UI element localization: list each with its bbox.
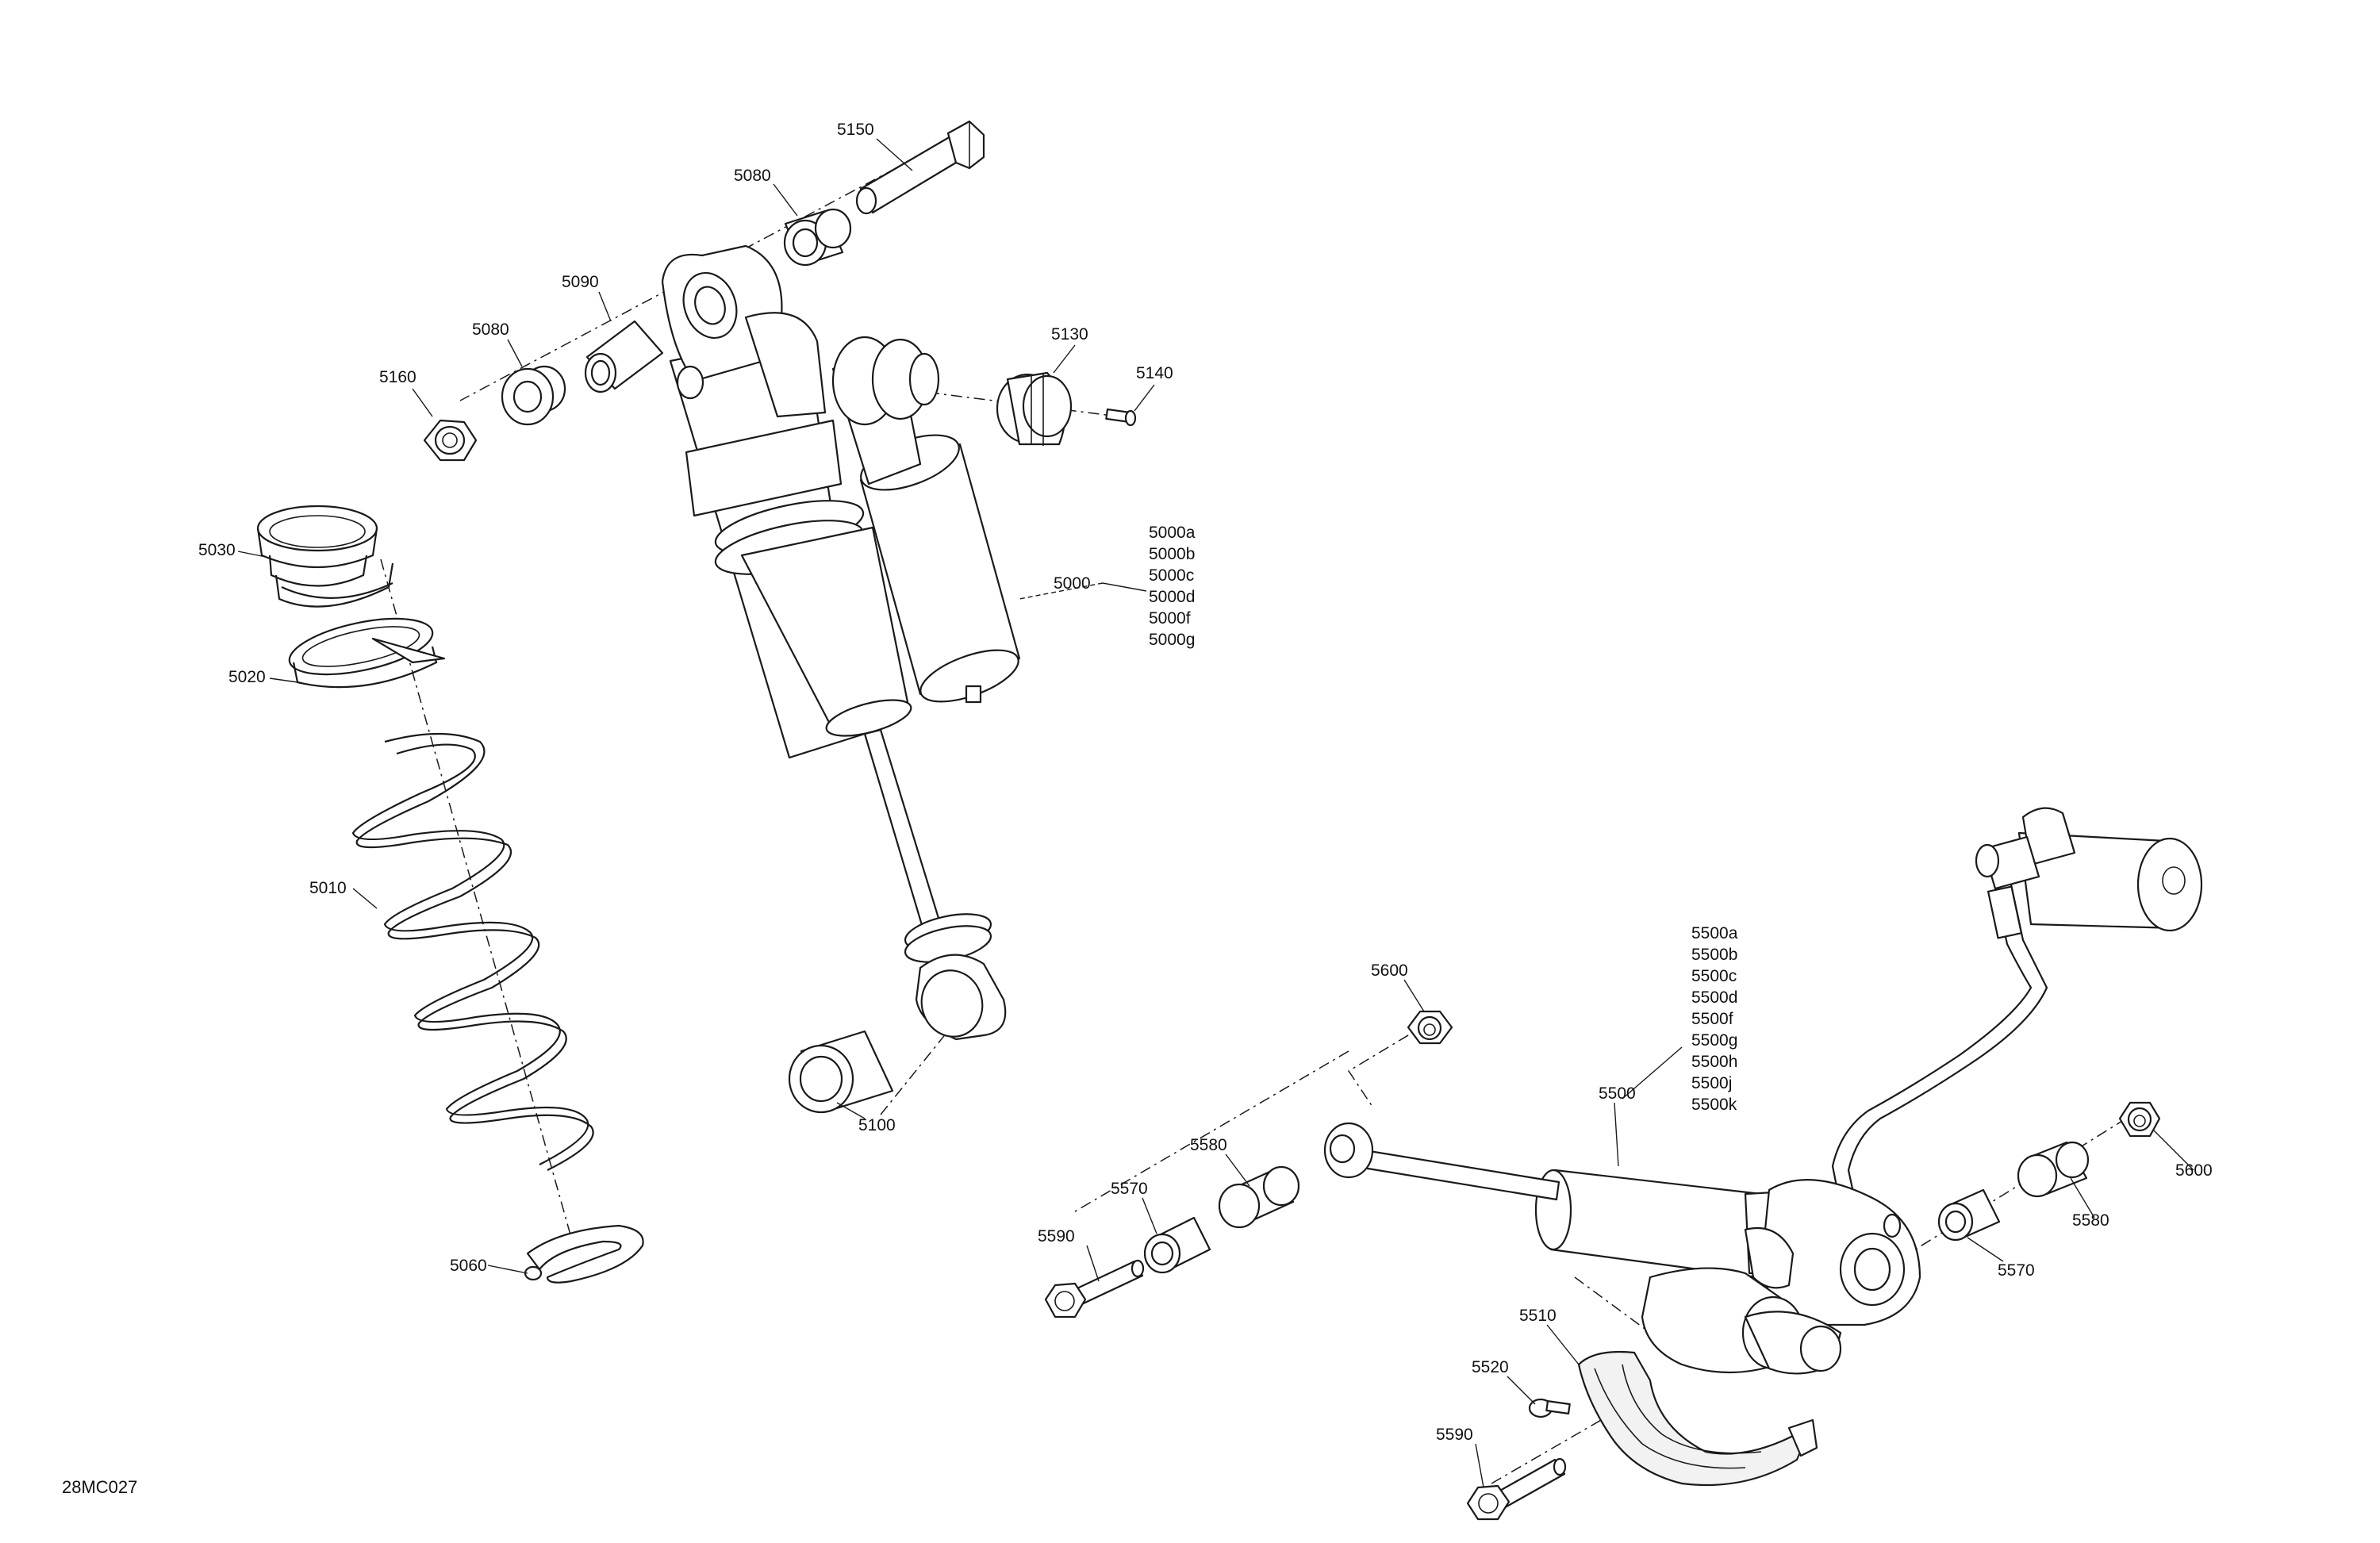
variant-5000-item: 5000f bbox=[1149, 609, 1191, 628]
leader-lines bbox=[237, 138, 2194, 1488]
label-5520: 5520 bbox=[1472, 1358, 1509, 1376]
variant-5500-item: 5500c bbox=[1691, 967, 1737, 985]
bushing-5080-lower bbox=[501, 365, 566, 426]
guard-5510 bbox=[1577, 1350, 1818, 1487]
sleeve-5090 bbox=[584, 320, 664, 393]
label-5130: 5130 bbox=[1051, 325, 1088, 344]
nut-5160 bbox=[423, 419, 478, 462]
variant-5500-item: 5500j bbox=[1691, 1074, 1732, 1092]
variant-5000-item: 5000d bbox=[1149, 588, 1195, 606]
diagram-reference-code: 28MC027 bbox=[62, 1477, 137, 1497]
label-5000: 5000 bbox=[1054, 574, 1091, 593]
spring-adjuster-5030 bbox=[256, 505, 394, 608]
bushing-5580-left bbox=[1218, 1165, 1300, 1229]
label-5570-right: 5570 bbox=[1998, 1261, 2035, 1280]
bushing-5080-upper bbox=[783, 208, 852, 267]
label-5150: 5150 bbox=[837, 121, 874, 139]
variant-5500-item: 5500d bbox=[1691, 988, 1737, 1007]
label-5500: 5500 bbox=[1599, 1084, 1636, 1103]
coil-spring-5010 bbox=[351, 732, 594, 1171]
spring-retainer-5020 bbox=[288, 617, 446, 689]
label-5090: 5090 bbox=[562, 273, 599, 291]
label-5160: 5160 bbox=[379, 368, 416, 386]
spacer-5570-right bbox=[1937, 1188, 2001, 1242]
label-5020: 5020 bbox=[228, 668, 266, 686]
screw-5520 bbox=[1528, 1398, 1571, 1418]
variant-5000-item: 5000b bbox=[1149, 545, 1195, 563]
spacer-5570-left bbox=[1143, 1216, 1211, 1274]
variant-5500-item: 5500a bbox=[1691, 924, 1738, 942]
callout-labels: 5150 5080 5090 5080 5160 5130 5140 5030 … bbox=[198, 121, 2213, 1444]
label-5030: 5030 bbox=[198, 541, 236, 559]
variant-5000-item: 5000c bbox=[1149, 566, 1194, 585]
shock-absorber-5500 bbox=[1323, 807, 2203, 1375]
bolt-5150 bbox=[855, 120, 985, 215]
variant-list-5500: 5500a 5500b 5500c 5500d 5500f 5500g 5500… bbox=[1691, 924, 1738, 1114]
preload-nut-5130 bbox=[996, 371, 1073, 446]
shock-absorber-5000 bbox=[661, 244, 1021, 1041]
bushing-5100 bbox=[788, 1030, 894, 1114]
clip-5060 bbox=[524, 1224, 644, 1284]
nut-5600-right bbox=[2118, 1101, 2161, 1138]
label-5600-left: 5600 bbox=[1371, 961, 1408, 980]
label-5590-right: 5590 bbox=[1436, 1426, 1473, 1444]
variant-5500-item: 5500b bbox=[1691, 946, 1737, 964]
label-5570-left: 5570 bbox=[1111, 1180, 1148, 1198]
label-5140: 5140 bbox=[1136, 364, 1173, 382]
variant-5000-item: 5000g bbox=[1149, 631, 1195, 649]
label-5080-lower: 5080 bbox=[472, 320, 509, 339]
variant-5500-item: 5500k bbox=[1691, 1096, 1737, 1114]
label-5060: 5060 bbox=[450, 1257, 487, 1275]
label-5100: 5100 bbox=[858, 1116, 896, 1134]
variant-5500-item: 5500h bbox=[1691, 1053, 1737, 1071]
variant-5500-item: 5500g bbox=[1691, 1031, 1737, 1050]
bushing-5580-right bbox=[2017, 1141, 2090, 1198]
label-5580-left: 5580 bbox=[1190, 1136, 1227, 1154]
label-5590-left: 5590 bbox=[1038, 1227, 1075, 1246]
variant-5000-item: 5000a bbox=[1149, 524, 1196, 542]
bolt-5590-left bbox=[1044, 1259, 1145, 1318]
variant-list-5000: 5000a 5000b 5000c 5000d 5000f 5000g bbox=[1149, 524, 1196, 649]
screw-5140 bbox=[1105, 408, 1137, 427]
label-5580-right: 5580 bbox=[2072, 1211, 2109, 1230]
label-5010: 5010 bbox=[309, 879, 347, 897]
variant-5500-item: 5500f bbox=[1691, 1010, 1733, 1028]
label-5600-right: 5600 bbox=[2175, 1161, 2213, 1180]
bolt-5590-right bbox=[1466, 1457, 1567, 1521]
label-5510: 5510 bbox=[1519, 1307, 1557, 1325]
label-5080-upper: 5080 bbox=[734, 167, 771, 185]
nut-5600-left bbox=[1407, 1010, 1453, 1045]
